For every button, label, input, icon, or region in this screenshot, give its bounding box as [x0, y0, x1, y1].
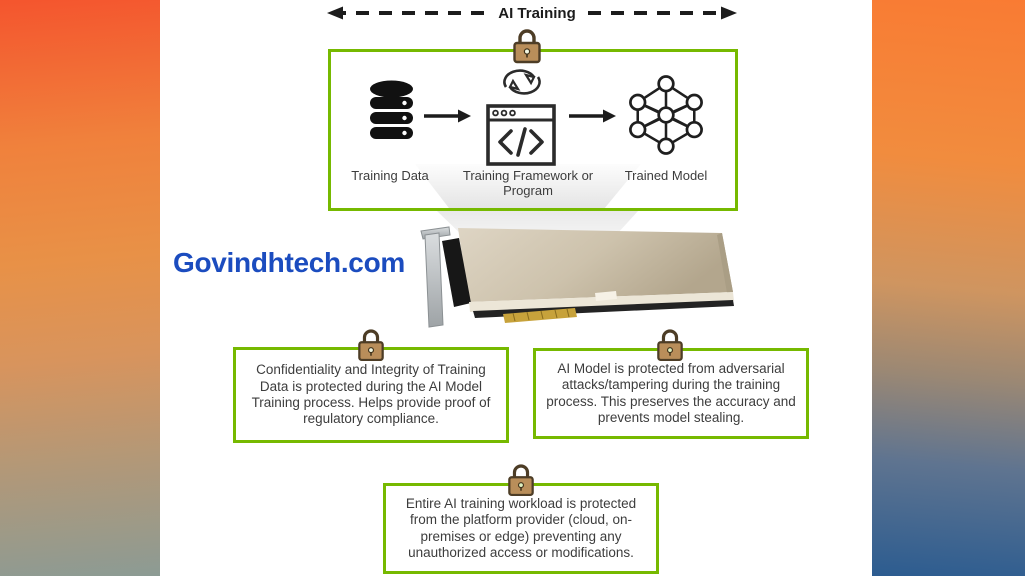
- ai-training-arrow-row: AI Training: [326, 1, 738, 25]
- gpu-accelerator-card: [420, 226, 734, 328]
- padlock-icon: [358, 329, 384, 362]
- callout-workload-protection: Entire AI training workload is protected…: [383, 483, 659, 574]
- ai-training-pipeline-box: Training Data Training Framework or Prog…: [328, 49, 738, 211]
- padlock-icon: [657, 329, 683, 362]
- callout-text: AI Model is protected from adversarial a…: [546, 360, 796, 425]
- dashed-arrow-right-icon: [587, 6, 737, 20]
- neural-network-icon: [629, 75, 703, 155]
- right-arrow-icon: [424, 109, 471, 123]
- flow-title: AI Training: [498, 4, 576, 22]
- node-label-training-data: Training Data: [351, 168, 429, 183]
- watermark-text: Govindhtech.com: [173, 247, 405, 278]
- padlock-icon: [513, 29, 541, 64]
- padlock-icon: [508, 464, 534, 497]
- dashed-arrow-left-icon: [327, 6, 484, 20]
- funnel-highlight: [415, 164, 641, 208]
- callout-model-protection: AI Model is protected from adversarial a…: [533, 348, 809, 439]
- gradient-background-right: [872, 0, 1025, 576]
- node-label-trained-model: Trained Model: [624, 168, 708, 183]
- right-arrow-icon: [569, 109, 616, 123]
- gradient-background-left: [0, 0, 160, 576]
- callout-text: Entire AI training workload is protected…: [405, 495, 637, 560]
- database-icon: [370, 80, 413, 139]
- node-label-training-framework: Training Framework or Program: [462, 168, 594, 199]
- code-window-icon: [486, 104, 556, 166]
- callout-text: Confidentiality and Integrity of Trainin…: [251, 362, 491, 427]
- sync-arrows-icon: [503, 69, 541, 95]
